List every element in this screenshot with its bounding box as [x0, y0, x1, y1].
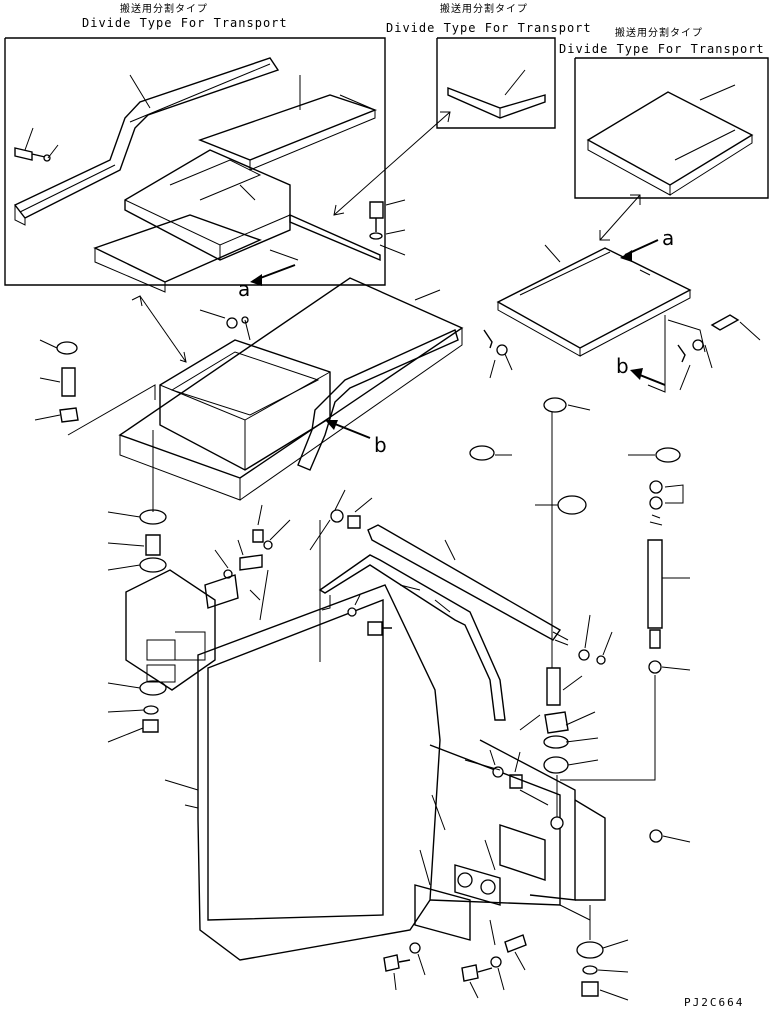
- access-cover-panel: [483, 244, 761, 393]
- inset-frame-right: [574, 57, 769, 199]
- center-rod-assembly: [469, 397, 613, 830]
- inset-frame-left: [4, 37, 386, 293]
- floor-frame-assembly: [118, 199, 464, 501]
- inset-caption-2: 搬送用分割タイプ Divide Type For Transport: [386, 2, 592, 35]
- reference-b-right-label: b: [616, 354, 629, 378]
- left-mount-hardware: [34, 339, 167, 743]
- transport-arrows: [131, 111, 641, 363]
- inset-caption-3: 搬送用分割タイプ Divide Type For Transport: [559, 26, 765, 56]
- reference-b-right: b: [616, 354, 666, 386]
- radiator-guard-frame: [125, 569, 606, 961]
- inset-caption-2-en: Divide Type For Transport: [386, 21, 592, 35]
- center-hardware: [204, 489, 392, 662]
- inset-caption-3-en: Divide Type For Transport: [559, 42, 765, 56]
- inset-caption-1-jp: 搬送用分割タイプ: [120, 2, 208, 15]
- lower-hardware: [383, 749, 629, 1001]
- inset-caption-1: 搬送用分割タイプ Divide Type For Transport: [82, 2, 288, 30]
- reference-a-label: a: [238, 277, 250, 301]
- right-cylinder-assembly: [560, 447, 691, 843]
- drawing-code: PJ2C664: [684, 996, 744, 1009]
- reference-a-right-label: a: [662, 226, 674, 250]
- inset-caption-1-en: Divide Type For Transport: [82, 16, 288, 30]
- inset-caption-3-jp: 搬送用分割タイプ: [615, 26, 703, 39]
- stay-tube: [367, 524, 569, 646]
- reference-b-lower: b: [325, 420, 387, 457]
- reference-a-upper: a: [238, 264, 296, 301]
- inset-caption-2-jp: 搬送用分割タイプ: [440, 2, 528, 15]
- inset-frame-middle: [436, 37, 556, 129]
- stay-bracket: [318, 554, 506, 721]
- reference-b-label: b: [374, 433, 387, 457]
- reference-a-right: a: [620, 226, 674, 262]
